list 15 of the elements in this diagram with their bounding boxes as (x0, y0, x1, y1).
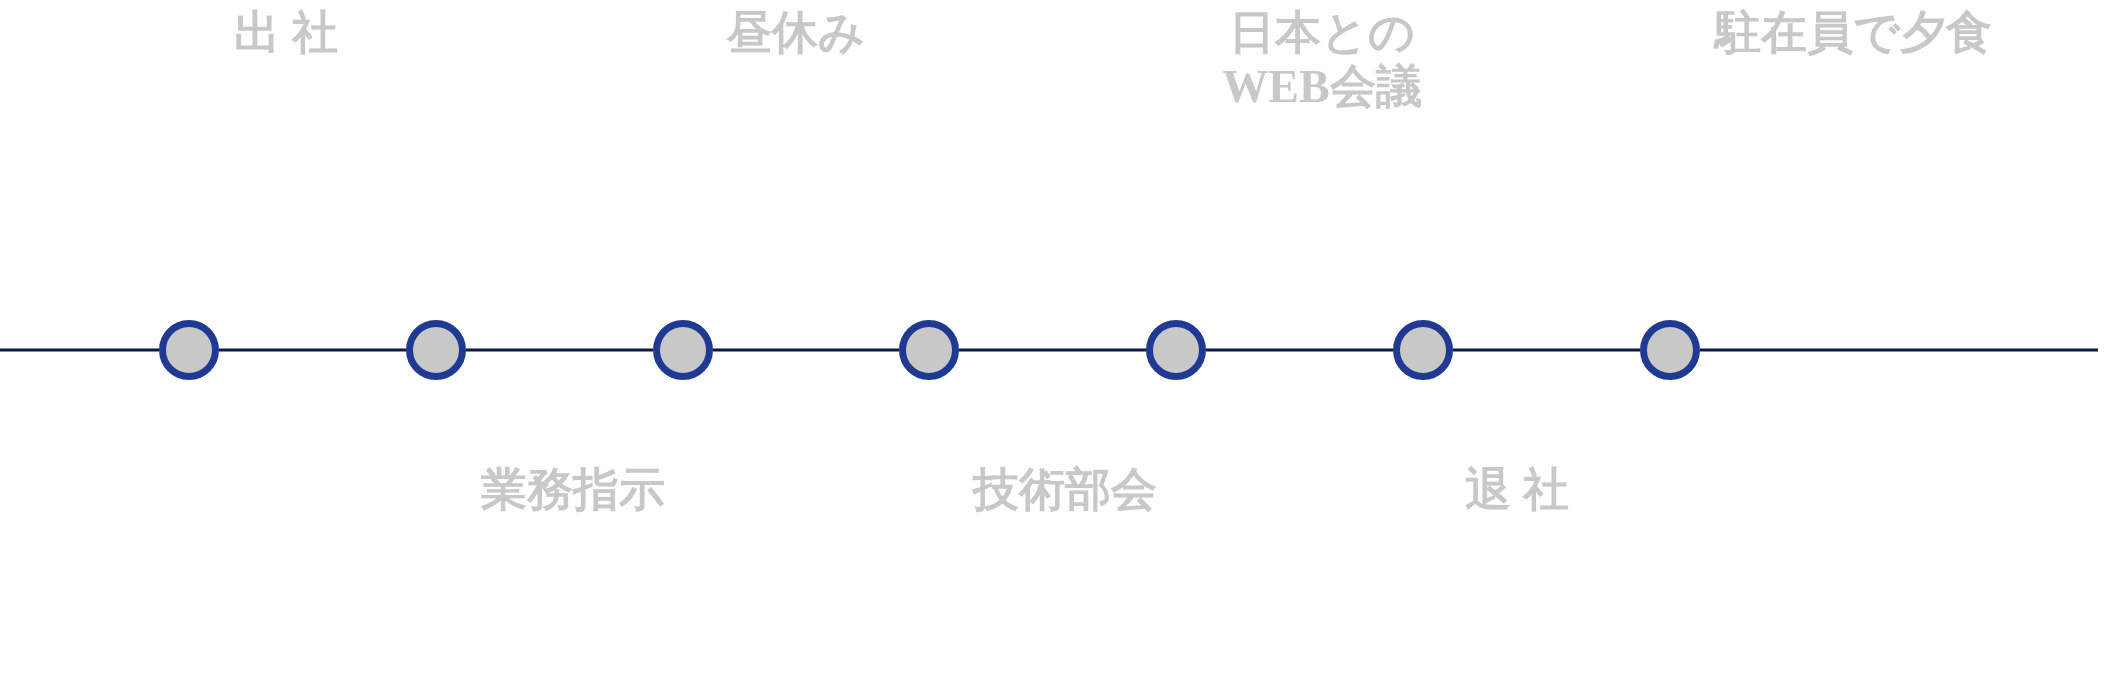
timeline-line (959, 348, 1146, 352)
timeline-line (0, 348, 159, 352)
timeline-line (219, 348, 406, 352)
timeline-line (1700, 348, 2098, 352)
timeline-dot (406, 320, 466, 380)
timeline-dot (1146, 320, 1206, 380)
timeline-line (713, 348, 899, 352)
timeline-line (1206, 348, 1393, 352)
timeline-dot (899, 320, 959, 380)
timeline-dot (159, 320, 219, 380)
timeline-line (1453, 348, 1640, 352)
timeline-dot (1393, 320, 1453, 380)
timeline-dot (653, 320, 713, 380)
timeline-line (466, 348, 653, 352)
timeline-dot (1640, 320, 1700, 380)
